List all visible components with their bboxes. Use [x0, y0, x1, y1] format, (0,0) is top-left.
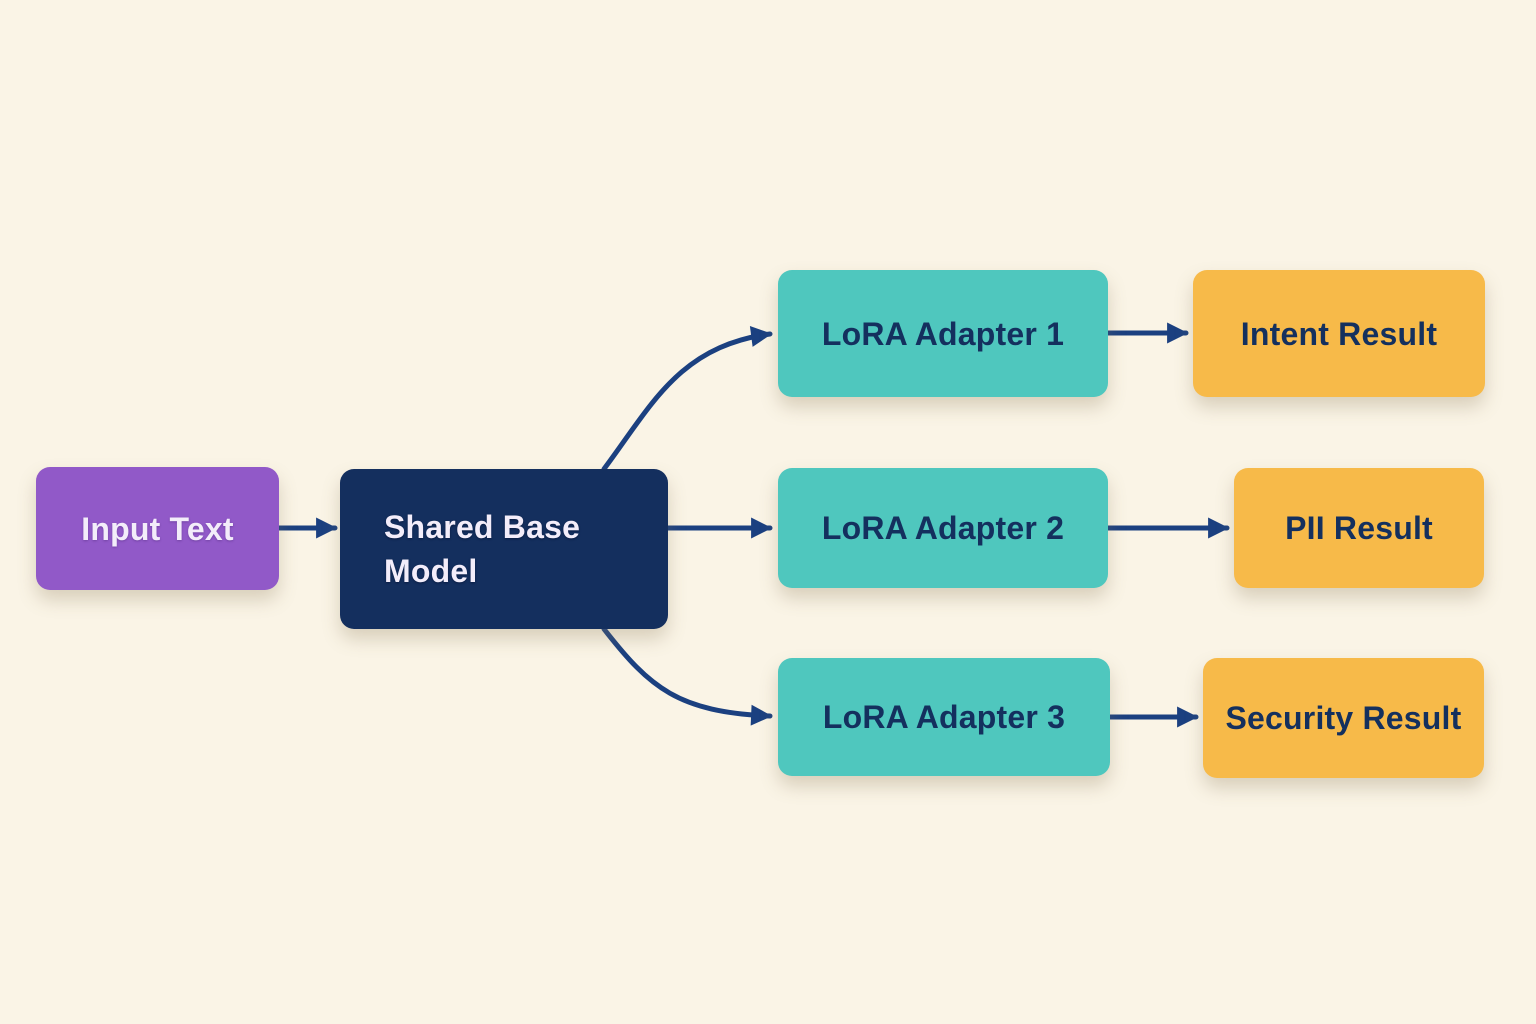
node-lora-adapter-1-label: LoRA Adapter 1	[821, 315, 1065, 352]
node-lora-adapter-2-label: LoRA Adapter 2	[821, 510, 1065, 546]
edge-base-to-adapter3	[601, 626, 773, 726]
node-shared-base-model-label: Shared Base Model	[384, 509, 581, 589]
node-lora-adapter-3-label: LoRA Adapter 3	[822, 699, 1066, 735]
node-shared-base-model: Shared Base Model	[340, 469, 668, 629]
node-intent-result-label: Intent Result	[1240, 315, 1438, 352]
node-input-text-label: Input Text	[81, 510, 234, 547]
node-intent-result: Intent Result	[1193, 270, 1485, 397]
node-security-result-label: Security Result	[1225, 700, 1462, 736]
node-lora-adapter-1: LoRA Adapter 1	[778, 270, 1108, 397]
node-security-result: Security Result	[1203, 658, 1484, 778]
edge-base-to-adapter1	[601, 326, 773, 472]
node-pii-result-label: PII Result	[1285, 510, 1433, 546]
node-pii-result: PII Result	[1234, 468, 1484, 588]
node-lora-adapter-2: LoRA Adapter 2	[778, 468, 1108, 588]
node-input-text: Input Text	[36, 467, 279, 590]
node-lora-adapter-3: LoRA Adapter 3	[778, 658, 1110, 776]
